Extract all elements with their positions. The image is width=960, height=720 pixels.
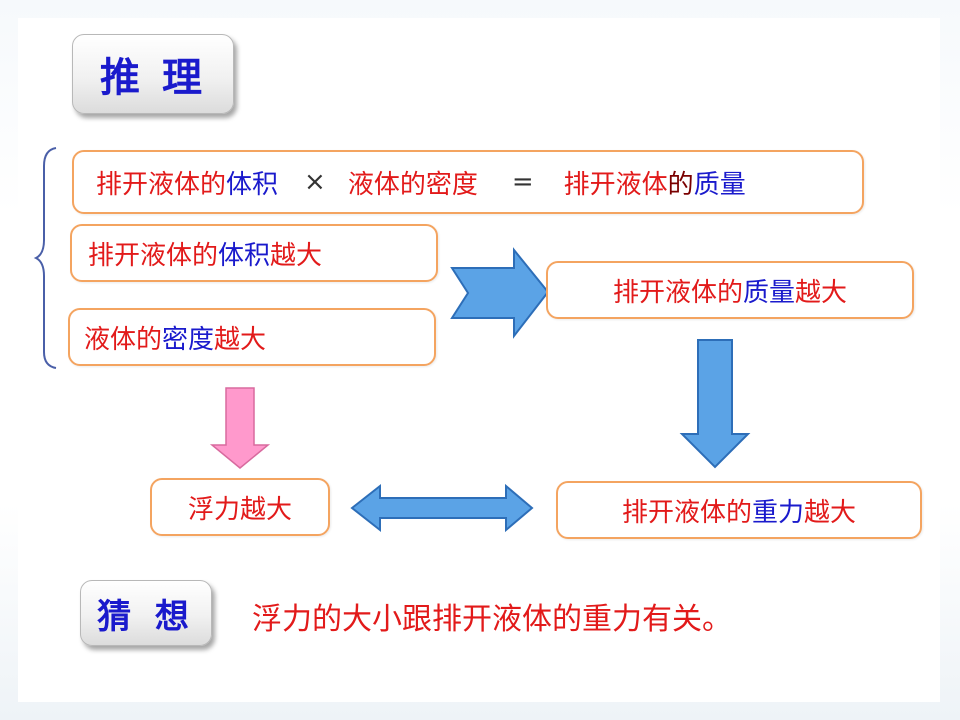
volume-larger-box: 排开液体的体积越大	[70, 224, 438, 282]
mass-text-red1: 排开液体的	[612, 277, 743, 308]
down-arrow-icon	[679, 339, 751, 469]
equation-box: 排开液体的体积 × 液体的密度 = 排开液体的质量	[72, 150, 864, 214]
eq-part1-blue: 体积	[226, 169, 279, 200]
weight-text-blue: 重力	[751, 497, 804, 528]
density-text-red1: 液体的	[84, 324, 163, 355]
density-text-blue: 密度	[162, 324, 215, 355]
reasoning-title-label: 推 理	[100, 55, 206, 101]
eq-part3-blue: 质量	[693, 169, 746, 200]
reasoning-title-button[interactable]: 推 理	[72, 34, 234, 114]
density-text-red2: 越大	[214, 324, 267, 355]
eq-part2-red: 液体的	[347, 169, 426, 200]
double-arrow-icon	[350, 483, 534, 533]
volume-text-red2: 越大	[270, 240, 323, 271]
eq-part3-red: 排开液体	[563, 169, 668, 200]
eq-part2-blue: 密度	[425, 169, 478, 200]
density-larger-box: 液体的密度越大	[68, 308, 436, 366]
eq-part3-dark: 的	[667, 169, 694, 200]
guess-label: 猜 想	[97, 596, 195, 637]
mass-text-red2: 越大	[795, 277, 848, 308]
pink-down-arrow-icon	[209, 387, 271, 469]
buoyancy-text: 浮力越大	[187, 494, 292, 525]
volume-text-red1: 排开液体的	[88, 240, 219, 271]
guess-button[interactable]: 猜 想	[80, 580, 212, 646]
mass-text-blue: 质量	[742, 277, 795, 308]
weight-text-red2: 越大	[804, 497, 857, 528]
times-symbol: ×	[304, 167, 326, 197]
right-arrow-icon	[450, 247, 550, 339]
volume-text-blue: 体积	[218, 240, 271, 271]
eq-part1-red: 排开液体的	[96, 169, 227, 200]
conclusion-text: 浮力的大小跟排开液体的重力有关。	[252, 602, 732, 637]
weight-text-red1: 排开液体的	[621, 497, 752, 528]
brace-icon	[33, 147, 57, 369]
mass-larger-box: 排开液体的质量越大	[546, 261, 914, 319]
weight-larger-box: 排开液体的重力越大	[556, 481, 922, 539]
equals-symbol: =	[511, 167, 534, 197]
buoyancy-larger-box: 浮力越大	[150, 478, 330, 536]
